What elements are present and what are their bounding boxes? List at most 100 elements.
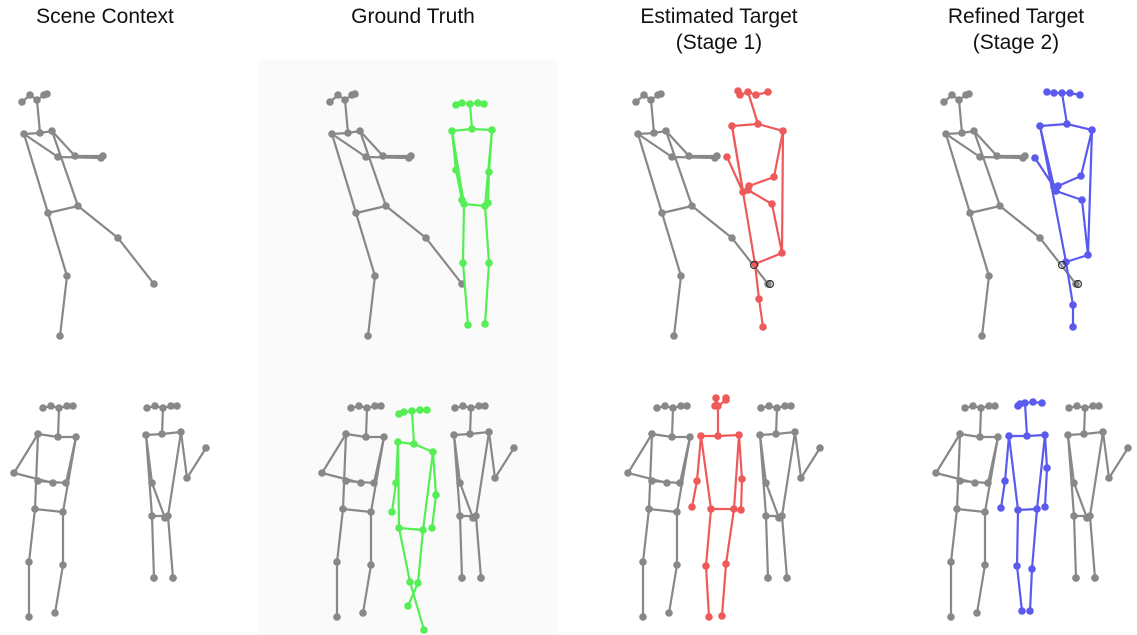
joint-ls — [20, 130, 28, 138]
joint-le — [976, 153, 984, 161]
joint-h3 — [757, 404, 765, 412]
bone-rk-ra — [1054, 189, 1084, 202]
estimated-target-row1 — [723, 87, 787, 331]
joint-h1 — [712, 394, 720, 402]
bone-head-neck — [468, 102, 474, 131]
context-person-row1-col2 — [326, 90, 466, 340]
joint-re — [685, 152, 693, 160]
bone-head-neck — [957, 98, 964, 135]
joint-head — [1081, 404, 1089, 412]
bone-lh-lk — [27, 507, 37, 564]
bone-rs-rh — [780, 430, 797, 518]
joint-lk — [406, 578, 414, 586]
joint-ls — [697, 432, 705, 440]
joint-h3 — [452, 101, 460, 109]
joint-rk — [768, 200, 776, 208]
joint-neck — [362, 433, 370, 441]
joint-re — [676, 479, 684, 487]
bone-rs-rh — [421, 450, 435, 532]
joint-h1 — [969, 402, 977, 410]
joint-h3 — [711, 402, 719, 410]
joint-la — [333, 613, 341, 621]
joint-le — [54, 153, 62, 161]
joint-h2 — [1066, 89, 1074, 97]
joint-ls — [1064, 431, 1072, 439]
bone-head-neck — [410, 409, 416, 446]
bone-rs-re — [772, 129, 785, 179]
bone-lh-lk — [1072, 514, 1078, 580]
joint-la — [759, 323, 767, 331]
joint-lh — [395, 524, 403, 532]
joint-ra — [718, 612, 726, 620]
joint-la — [458, 574, 466, 582]
column-title-ground-truth: Ground Truth — [283, 4, 543, 30]
joint-rk — [59, 561, 67, 569]
joint-la — [25, 613, 33, 621]
joint-ra — [744, 186, 752, 194]
context-person1-row2-col4 — [932, 402, 1002, 621]
bone-lh-rh — [33, 507, 65, 514]
joint-rs — [48, 127, 56, 135]
joint-ls — [450, 431, 458, 439]
bone-rs-re — [1101, 430, 1111, 480]
bone-rh-rk — [166, 514, 175, 580]
joint-neck — [344, 129, 352, 137]
bone-rh-rk — [780, 514, 789, 580]
bone-ls-lh — [22, 132, 50, 215]
joint-la — [670, 332, 678, 340]
bone-rs-re — [179, 430, 189, 480]
joint-h1 — [26, 91, 34, 99]
bone-lh-rh — [397, 526, 425, 532]
joint-h4 — [423, 406, 431, 414]
joint-lk — [25, 558, 33, 566]
joint-lh — [148, 512, 156, 520]
joint-ls — [756, 431, 764, 439]
joint-lh — [966, 209, 974, 217]
joint-h3 — [143, 404, 151, 412]
bone-lk-la — [704, 564, 711, 619]
joint-h2 — [781, 402, 789, 410]
joint-rs — [1099, 428, 1107, 436]
joint-lk — [639, 558, 647, 566]
column-title-estimated-target: Estimated Target (Stage 1) — [589, 4, 849, 56]
joint-h3 — [39, 404, 47, 412]
joint-h3 — [395, 410, 403, 418]
bone-rk-ra — [1028, 567, 1034, 613]
joint-la — [364, 332, 372, 340]
bone-le-lw — [690, 479, 699, 509]
joint-rh — [164, 512, 172, 520]
joint-rk — [485, 259, 493, 267]
bone-ls-lh — [758, 433, 768, 518]
joint-neck — [976, 433, 984, 441]
bone-ls-lh — [1066, 433, 1076, 518]
bone-re-rw — [1043, 466, 1049, 509]
context-person1-row2-col1 — [10, 402, 80, 621]
joint-rk — [414, 579, 422, 587]
context-person-row1-col3 — [632, 90, 772, 340]
joint-h3 — [1065, 404, 1073, 412]
joint-rw — [202, 444, 210, 452]
joint-rs — [72, 433, 80, 441]
bone-neck-rs — [756, 122, 785, 133]
bone-rs-rh — [358, 129, 388, 208]
column-title-line1: Scene Context — [36, 5, 174, 28]
joint-h4 — [1076, 91, 1084, 99]
joint-rs — [488, 126, 496, 134]
joint-head — [408, 407, 416, 415]
bone-lh-lk — [949, 507, 959, 564]
joint-neck — [1023, 432, 1031, 440]
bone-rs-rh — [780, 129, 785, 255]
joint-h4 — [787, 402, 795, 410]
bone-rs-rh — [675, 435, 692, 514]
joint-head — [977, 404, 985, 412]
bone-rk-ra — [730, 236, 770, 286]
joint-neck — [668, 433, 676, 441]
bone-re-rw — [799, 446, 822, 480]
joint-ra — [1072, 280, 1080, 288]
joint-head — [669, 404, 677, 412]
contact-marker-3 — [1057, 260, 1067, 270]
joint-ls — [448, 127, 456, 135]
bone-lh-lk — [335, 507, 345, 564]
joint-h3 — [940, 98, 948, 106]
joint-h2 — [1089, 402, 1097, 410]
